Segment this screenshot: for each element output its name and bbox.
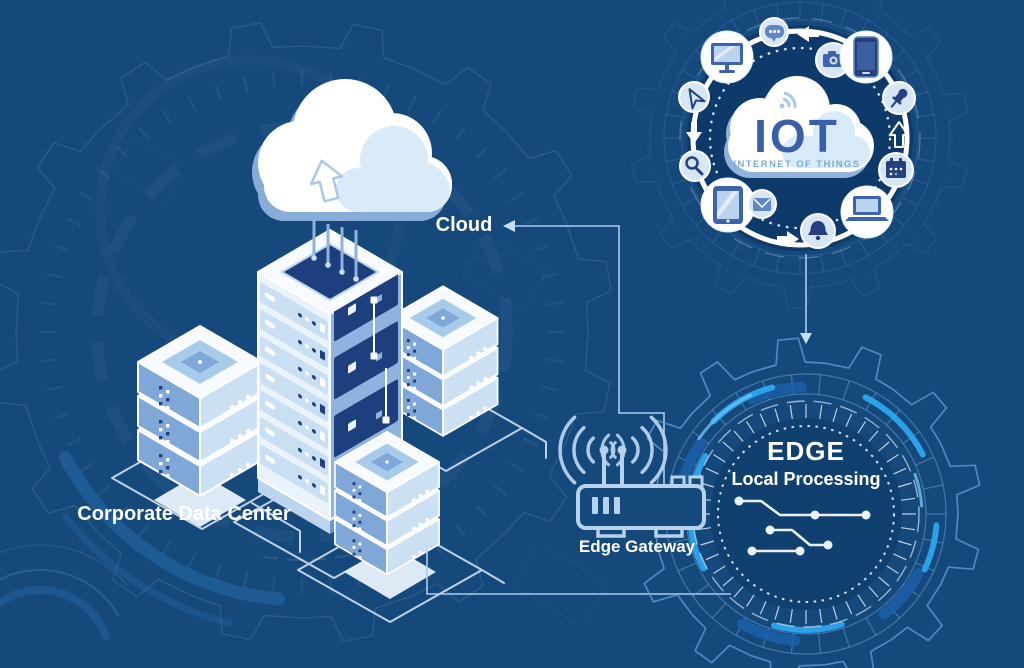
iot-node: IOT INTERNET OF THINGS: [631, 0, 969, 309]
envelope-icon: [747, 189, 777, 219]
smartphone-icon: [839, 30, 893, 84]
tower-top-panel: [280, 242, 380, 302]
edge-title: EDGE: [767, 436, 845, 466]
server-tower: [257, 229, 403, 534]
bell-icon: [800, 213, 836, 249]
server-stack-right-back: [388, 286, 497, 436]
platform-connector: [251, 502, 301, 553]
wifi-icon: [779, 91, 797, 109]
desktop-monitor-icon: [700, 30, 754, 84]
iot-cloud: IOT INTERNET OF THINGS: [724, 76, 874, 178]
server-stack-left: [138, 326, 262, 496]
arrowhead-up: [421, 537, 433, 548]
corporate-data-center: [111, 79, 547, 623]
cloud-upload-arrow-icon: [309, 159, 344, 203]
server-stack-front: [335, 432, 439, 575]
calendar-icon: [878, 152, 914, 188]
magnifier-icon: [679, 150, 711, 182]
iot-title: IOT: [754, 110, 840, 162]
flow-arrow-left-icon: [797, 26, 819, 42]
arrowhead-left: [503, 220, 515, 232]
upload-arrow-icon: [889, 121, 909, 148]
cloud-label: Cloud: [436, 214, 493, 236]
corporate-data-center-label: Corporate Data Center: [77, 503, 291, 525]
iot-device-icons: [678, 17, 916, 249]
router-body: [576, 484, 706, 530]
laptop-icon: [840, 185, 894, 239]
edge-gateway-label: Edge Gateway: [579, 537, 696, 556]
iot-dotted-ring: [708, 46, 892, 230]
edge-gateway-node: Edge Gateway: [558, 415, 706, 556]
router-leg: [654, 526, 684, 538]
tower-rack-slats: [260, 282, 328, 503]
cloud-illustration: [252, 79, 452, 221]
router-leg: [596, 526, 626, 538]
flow-arrow-right-icon: [777, 231, 799, 247]
tablet-icon: [700, 177, 756, 233]
edge-node: EDGE Local Processing: [629, 337, 981, 668]
navigation-cursor-icon: [678, 81, 710, 113]
chat-bubble-icon: [759, 17, 789, 47]
edge-circuit-graphic: [734, 496, 871, 556]
tower-circuit-trace: [370, 296, 390, 424]
platform-connector: [521, 427, 547, 459]
connection-edge-to-datacenter: [426, 546, 731, 595]
arrowhead-down: [800, 333, 812, 344]
platform-connector: [481, 569, 505, 584]
edge-ring-decorations: [629, 337, 981, 668]
download-arrow-icon: [686, 122, 702, 144]
iot-subtitle: INTERNET OF THINGS: [733, 159, 860, 170]
server-pedestal: [154, 473, 246, 527]
push-pin-icon: [882, 81, 916, 115]
edge-subtitle: Local Processing: [731, 469, 880, 489]
